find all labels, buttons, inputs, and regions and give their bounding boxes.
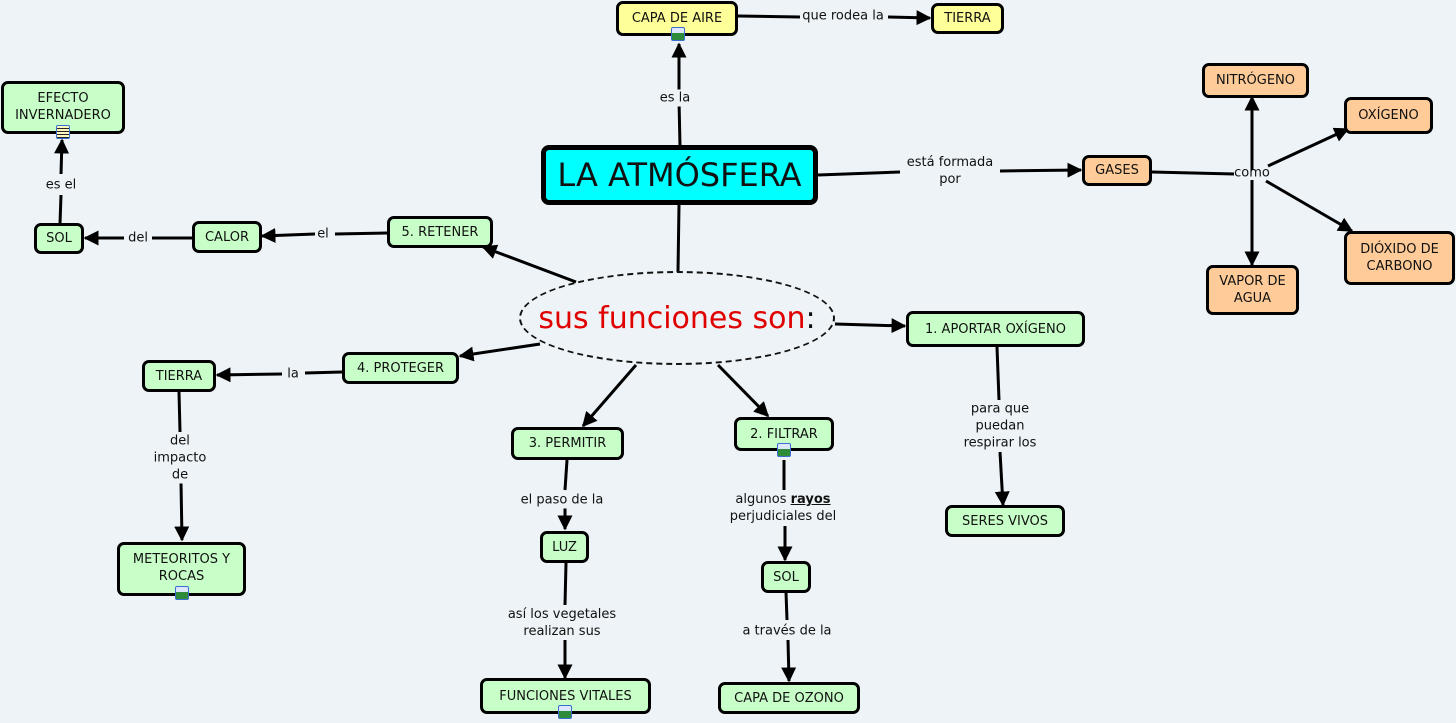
link-como-dioxido [1265,179,1354,233]
document-resource-icon[interactable] [56,125,70,139]
link-central-esla [677,99,682,147]
link-retener-el [334,231,389,236]
node-calor[interactable]: CALOR [192,221,262,253]
link-label-vegetales: así los vegetales realizan sus [505,606,619,640]
link-gases-como [1151,170,1235,176]
link-label-es-el: es el [43,176,79,194]
link-hub-permitir [581,364,638,428]
node-oxigeno[interactable]: OXÍGENO [1344,97,1433,134]
link-label-respirar: para que puedan respirar los [961,400,1039,452]
node-tierra-left[interactable]: TIERRA [142,360,216,392]
link-hub-proteger [458,342,541,362]
link-label-como: como [1234,165,1270,181]
hub-colon: : [805,300,816,336]
link-respirar-seres [994,451,1010,507]
link-proteger-la [304,370,343,375]
link-label-formada-por: está formada por [904,154,996,188]
link-capa-rodea [737,14,801,19]
link-rodea-tierra [887,10,932,26]
link-impacto-meteoritos [174,481,190,542]
image-resource-icon[interactable] [558,705,572,719]
link-como-oxigeno [1267,127,1350,168]
node-meteoritos-y-rocas[interactable]: METEORITOS Y ROCAS [117,542,246,596]
link-label-que-rodea: que rodea la [800,7,886,25]
node-tierra-top[interactable]: TIERRA [931,3,1004,34]
node-sol-left[interactable]: SOL [34,223,84,254]
node-3-permitir[interactable]: 3. PERMITIR [511,427,624,460]
link-label-algunos-rayos: algunos rayos perjudiciales del [727,491,839,525]
image-resource-icon[interactable] [175,586,189,600]
link-label-del: del [126,229,150,247]
link-sol-traves [784,591,789,621]
link-tierra-impacto [177,391,182,433]
link-label-impacto: del impacto de [151,432,209,484]
node-luz[interactable]: LUZ [540,531,589,563]
link-esel-efecto [54,138,70,175]
link-label-algunos: algunos [735,492,787,507]
link-label-el: el [315,225,331,243]
image-resource-icon[interactable] [777,443,791,457]
link-luz-vegetales [563,562,568,606]
link-formada-gases [999,162,1083,178]
link-el-calor [260,227,316,243]
node-1-aportar-oxigeno[interactable]: 1. APORTAR OXÍGENO [906,311,1085,347]
hub-text: sus funciones son [538,300,806,336]
node-capa-de-ozono[interactable]: CAPA DE OZONO [718,682,860,714]
node-nitrogeno[interactable]: NITRÓGENO [1202,63,1309,98]
node-la-atmosfera[interactable]: LA ATMÓSFERA [541,145,818,205]
link-traves-ozono [781,639,797,683]
link-label-es-la: es la [657,89,693,107]
node-sol-mid[interactable]: SOL [761,561,811,593]
image-resource-icon[interactable] [671,27,685,41]
node-4-proteger[interactable]: 4. PROTEGER [342,352,459,384]
link-label-traves: a través de la [740,622,834,640]
node-gases[interactable]: GASES [1082,155,1152,186]
link-label-paso: el paso de la [518,491,606,509]
node-seres-vivos[interactable]: SERES VIVOS [945,505,1065,537]
link-la-tierra [215,367,283,383]
link-hub-filtrar [716,363,770,418]
link-hub-aportar [834,318,907,334]
node-sus-funciones-son[interactable]: sus funciones son: [519,271,835,365]
node-5-retener[interactable]: 5. RETENER [387,216,493,248]
node-dioxido-de-carbono[interactable]: DIÓXIDO DE CARBONO [1344,231,1455,285]
link-permitir-paso [563,459,569,491]
link-aportar-respirar [995,346,1001,401]
link-label-perjudiciales: perjudiciales del [729,509,837,524]
link-sol-esel [58,194,63,225]
link-hub-retener [481,244,577,284]
link-central-hub [676,204,681,273]
link-central-formada [817,170,901,177]
node-vapor-de-agua[interactable]: VAPOR DE AGUA [1206,265,1299,315]
link-label-la: la [285,365,301,383]
link-label-rayos: rayos [790,492,831,507]
